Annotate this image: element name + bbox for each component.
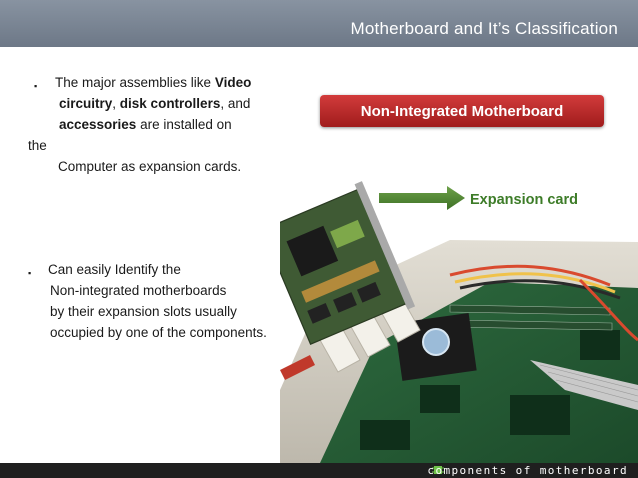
bullet1-line2: circuitry, disk controllers, and <box>59 96 251 111</box>
bullet2-line1: Can easily Identify the <box>48 262 181 277</box>
header-bar: Motherboard and It’s Classification <box>0 0 638 47</box>
expansion-card-label: Expansion card <box>470 192 578 208</box>
bullet2-line4: occupied by one of the components. <box>50 325 267 340</box>
right-arrow-icon <box>379 186 465 210</box>
slide-title: Motherboard and It’s Classification <box>350 19 618 38</box>
bullet1-line5: Computer as expansion cards. <box>58 159 242 174</box>
footer-caption: components of motherboard <box>427 464 628 477</box>
bullet-identify-motherboards: ▪ Can easily Identify the Non-integrated… <box>28 259 298 343</box>
bullet1-line1: The major assemblies like Video <box>55 75 252 90</box>
chip-icon <box>432 466 444 474</box>
footer-bar: components of motherboard <box>0 463 638 478</box>
bullet2-line3: by their expansion slots usually <box>50 304 237 319</box>
non-integrated-motherboard-badge: Non-Integrated Motherboard <box>320 95 604 127</box>
bullet2-line2: Non-integrated motherboards <box>50 283 227 298</box>
bullet-marker: ▪ <box>28 268 32 278</box>
motherboard-photo <box>280 181 638 463</box>
bullet1-line3: accessories are installed on <box>59 117 232 132</box>
bullet-marker: ▪ <box>34 81 38 91</box>
bullet-expansion-cards: ▪ The major assemblies like Video circui… <box>28 72 291 177</box>
bullet1-line4: the <box>28 138 47 153</box>
